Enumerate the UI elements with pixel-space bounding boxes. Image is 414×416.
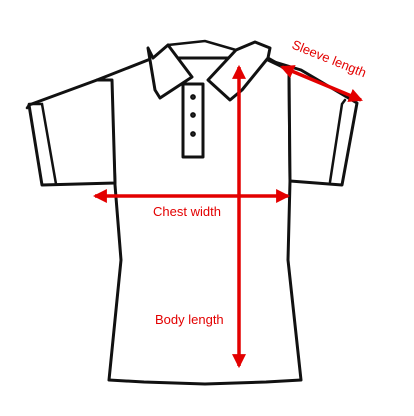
left-sleeve-cuff — [25, 103, 31, 110]
placket-button-bottom — [190, 131, 196, 137]
placket-button-mid — [190, 112, 196, 118]
left-sleeve — [27, 78, 117, 187]
collar-back — [166, 39, 238, 52]
body-length-label: Body length — [155, 312, 224, 327]
left-sleeve-hem — [27, 102, 58, 186]
placket — [181, 82, 205, 159]
sleeve-length-arrow — [280, 65, 363, 102]
placket-button-top — [190, 94, 196, 100]
chest-width-label: Chest width — [153, 204, 221, 219]
